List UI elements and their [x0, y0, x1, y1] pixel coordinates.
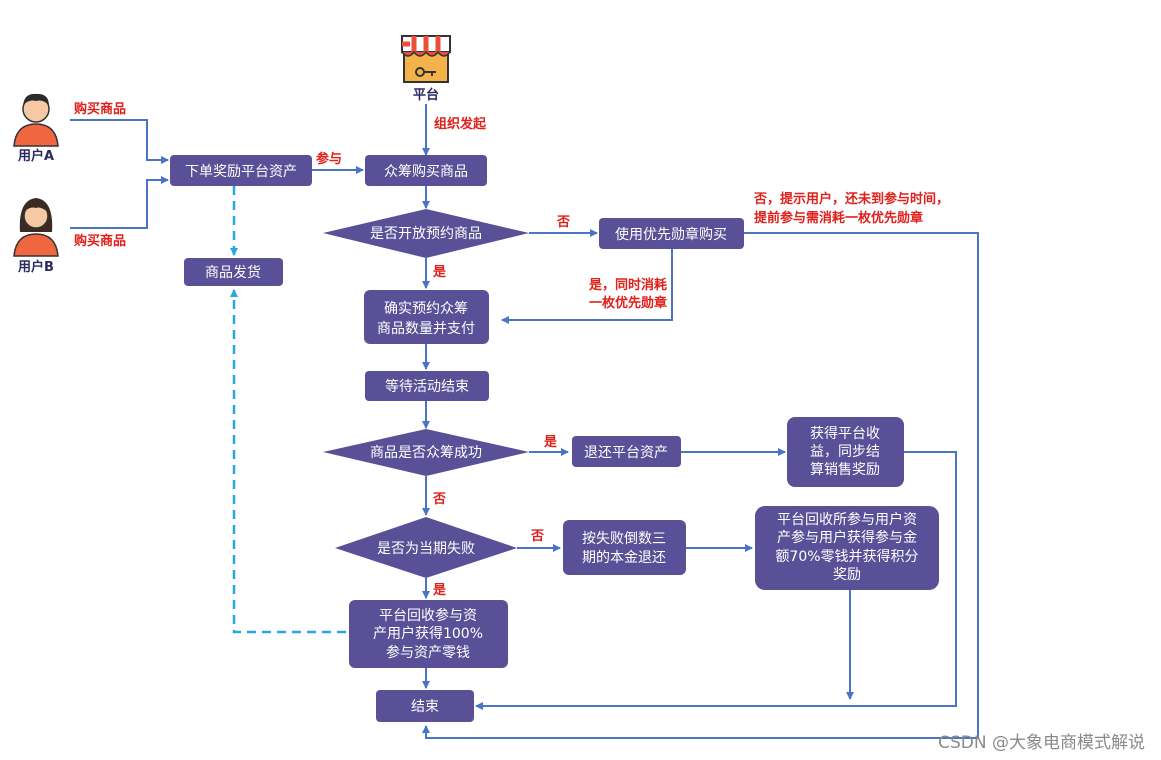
user-b-label: 用户B	[17, 259, 54, 275]
platform-label: 平台	[413, 87, 439, 103]
node-refund-three	[563, 520, 686, 575]
user-female-icon	[13, 198, 59, 257]
label-organize: 组织发起	[434, 116, 487, 132]
node-platform-income-text-1: 获得平台收	[810, 425, 880, 442]
node-refund-three-text-1: 按失败倒数三	[582, 531, 666, 547]
node-end-text: 结束	[411, 699, 439, 715]
node-use-badge	[599, 218, 744, 249]
edge-recover100-to-ship-dashed	[230, 289, 346, 634]
node-recover-70-text-1: 平台回收所参与用户资	[777, 511, 917, 528]
node-recover-70-text-3: 额70%零钱并获得积分	[775, 548, 918, 565]
node-ship	[184, 258, 283, 286]
node-open-preorder-text: 是否开放预约商品	[370, 226, 482, 242]
node-wait-end	[365, 371, 489, 401]
label-yes-consume-1: 是，同时消耗	[588, 277, 667, 293]
edge-badge-to-confirm	[501, 249, 673, 324]
node-recover-70-text-4: 奖励	[833, 566, 861, 583]
label-yes-consume-2: 一枚优先勋章	[589, 295, 667, 311]
label-buy-a: 购买商品	[74, 101, 126, 117]
node-crowdfund-success-text: 商品是否众筹成功	[370, 444, 482, 461]
node-refund-three-text-2: 期的本金退还	[582, 550, 666, 566]
label-no-tip-2: 提前参与需消耗一枚优先勋章	[754, 210, 923, 226]
node-recover-100-text-3: 参与资产零钱	[386, 644, 470, 661]
edge-income-to-end	[475, 451, 957, 710]
label-open-no: 否	[556, 215, 570, 230]
node-wait-end-text: 等待活动结束	[385, 378, 469, 395]
platform-shop-icon	[401, 35, 451, 83]
edge-user-b-to-order	[70, 176, 169, 229]
label-buy-b: 购买商品	[74, 233, 126, 249]
edge-badge-no-to-end	[422, 232, 979, 739]
user-male-icon	[13, 93, 59, 147]
node-confirm-pay-text-1: 确实预约众筹	[384, 300, 468, 317]
watermark: CSDN @大象电商模式解说	[938, 733, 1145, 753]
node-platform-income-text-3: 算销售奖励	[810, 461, 880, 478]
node-recover-100-text-1: 平台回收参与资	[379, 607, 477, 624]
node-open-preorder	[323, 209, 529, 258]
node-crowdfund-buy-text: 众筹购买商品	[384, 163, 468, 180]
node-recover-100	[349, 600, 508, 668]
label-no-tip-1: 否，提示用户，还未到参与时间，	[753, 191, 949, 207]
node-recover-100-text-2: 产用户获得100%	[373, 625, 483, 642]
label-participate: 参与	[316, 151, 342, 167]
node-end	[376, 690, 474, 722]
node-return-assets-text: 退还平台资产	[584, 445, 668, 461]
node-platform-income	[787, 417, 904, 487]
node-crowdfund-success	[323, 429, 529, 476]
node-platform-income-text-2: 益，同步结	[810, 444, 880, 460]
node-ship-text: 商品发货	[205, 264, 261, 281]
node-crowdfund-buy	[365, 155, 487, 186]
label-success-no: 否	[432, 492, 446, 507]
node-return-assets	[572, 436, 681, 467]
node-use-badge-text: 使用优先勋章购买	[615, 226, 727, 243]
label-period-yes: 是	[432, 583, 447, 598]
user-a-label: 用户A	[17, 148, 54, 164]
node-period-fail	[335, 517, 517, 578]
edge-user-a-to-order	[70, 119, 169, 164]
node-order-assets	[170, 155, 312, 186]
node-confirm-pay	[364, 290, 489, 344]
label-period-no: 否	[530, 529, 544, 544]
label-success-yes: 是	[543, 435, 558, 450]
label-open-yes: 是	[432, 265, 447, 280]
node-recover-70-text-2: 产参与用户获得参与金	[777, 529, 917, 546]
node-confirm-pay-text-2: 商品数量并支付	[377, 321, 475, 337]
node-recover-70	[755, 506, 939, 590]
node-period-fail-text: 是否为当期失败	[377, 541, 475, 557]
node-order-assets-text: 下单奖励平台资产	[185, 163, 297, 180]
